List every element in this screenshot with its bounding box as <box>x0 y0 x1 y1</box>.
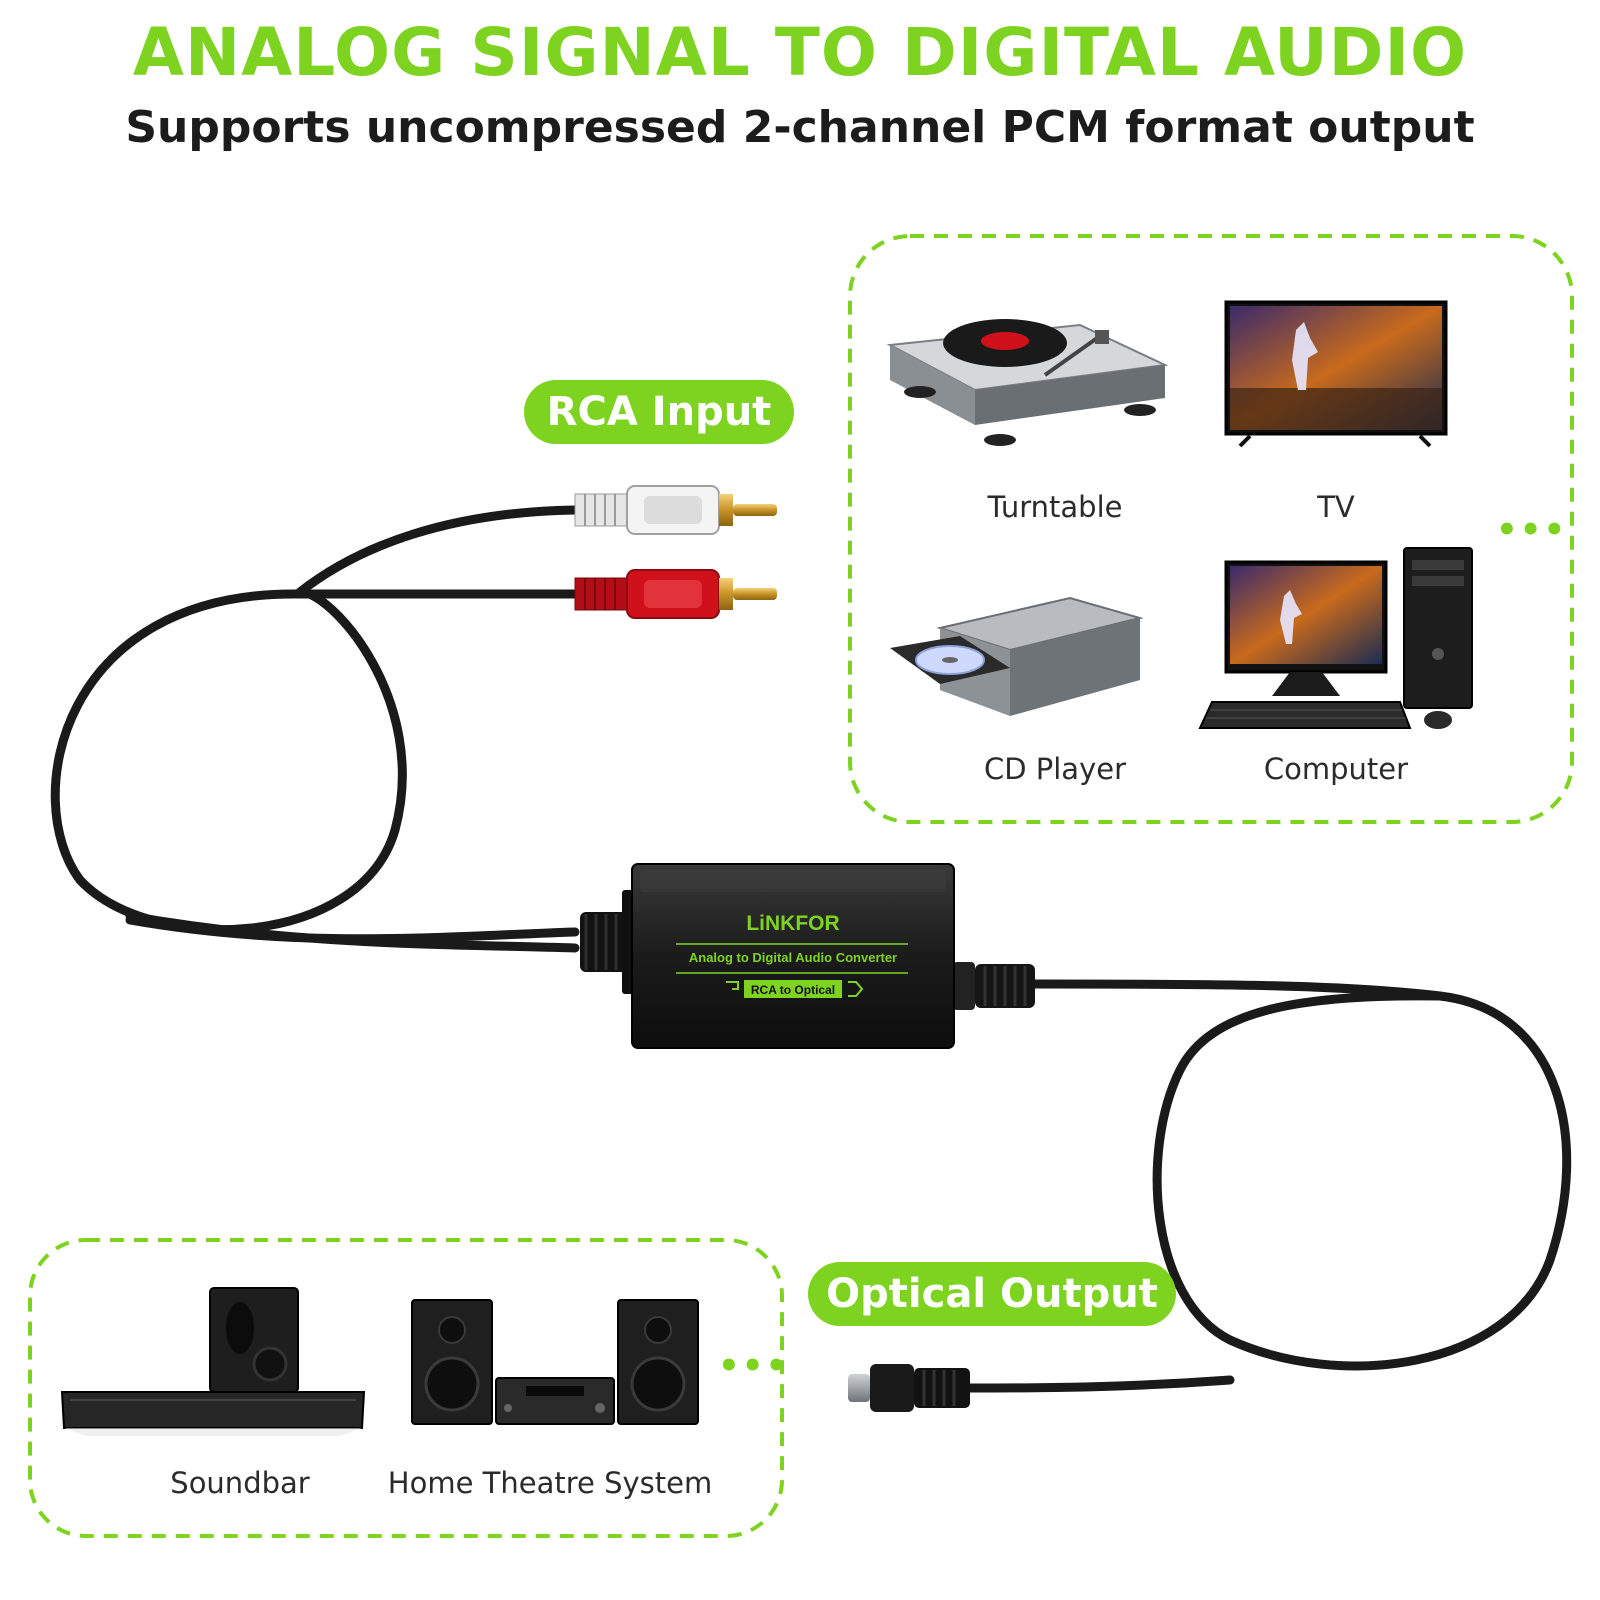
source-devices-box <box>848 234 1574 824</box>
turntable-illustration <box>886 319 1169 446</box>
home-theatre-illustration <box>411 1299 699 1425</box>
tv-illustration <box>1224 300 1448 448</box>
source-label-tv: TV <box>1317 490 1355 524</box>
rca-strain-relief <box>580 890 634 994</box>
cd-player-illustration <box>890 596 1144 716</box>
rca-cable <box>50 505 580 953</box>
source-label-computer: Computer <box>1263 752 1409 786</box>
device-name: Analog to Digital Audio Converter <box>689 950 897 965</box>
optical-output-label: Optical Output <box>808 1262 1176 1326</box>
rca-plug-red <box>574 569 777 619</box>
computer-illustration <box>1198 547 1473 729</box>
rca-plug-white <box>574 485 777 535</box>
optical-cable <box>963 979 1572 1393</box>
source-label-turntable: Turntable <box>987 490 1123 524</box>
output-label-soundbar: Soundbar <box>170 1466 310 1500</box>
soundbar-illustration <box>60 1287 366 1436</box>
converter-box: LiNKFOR Analog to Digital Audio Converte… <box>631 863 955 1049</box>
output-devices-box <box>28 1238 784 1538</box>
source-label-cd-player: CD Player <box>983 752 1127 786</box>
page-subtitle: Supports uncompressed 2-channel PCM form… <box>125 102 1475 153</box>
rca-input-label: RCA Input <box>524 380 794 444</box>
optical-plug-bottom <box>848 1364 970 1412</box>
source-more-indicator: ••• <box>1496 510 1568 550</box>
output-more-indicator: ••• <box>718 1346 790 1386</box>
page-title: ANALOG SIGNAL TO DIGITAL AUDIO <box>132 14 1468 91</box>
optical-plug-top <box>953 962 1035 1010</box>
device-mode: RCA to Optical <box>751 983 835 997</box>
output-label-home-theatre: Home Theatre System <box>387 1466 713 1500</box>
device-brand: LiNKFOR <box>746 912 839 935</box>
